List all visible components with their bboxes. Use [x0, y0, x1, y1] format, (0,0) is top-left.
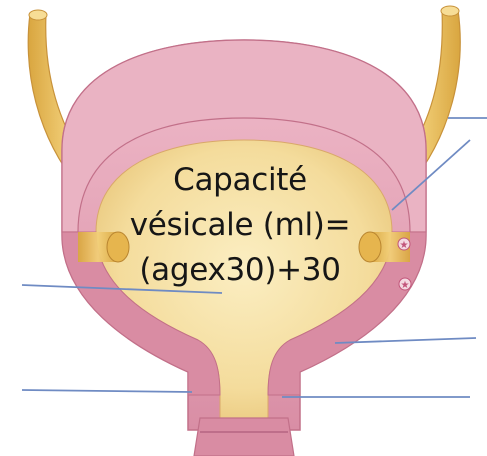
urethra: [194, 418, 294, 456]
formula-line-2: vésicale (ml)=: [100, 203, 380, 248]
svg-text:★: ★: [401, 280, 410, 291]
right-ureter-opening: [441, 6, 459, 16]
leader-line-left-bottom: [22, 390, 192, 392]
svg-text:★: ★: [400, 240, 409, 251]
bladder-capacity-formula: Capacité vésicale (ml)= (agex30)+30: [100, 158, 380, 293]
left-ureter-opening: [29, 10, 47, 20]
star-marker-lower: ★: [399, 278, 411, 291]
formula-line-1: Capacité: [100, 158, 380, 203]
formula-line-3: (agex30)+30: [100, 248, 380, 293]
star-marker-upper: ★: [398, 238, 410, 251]
